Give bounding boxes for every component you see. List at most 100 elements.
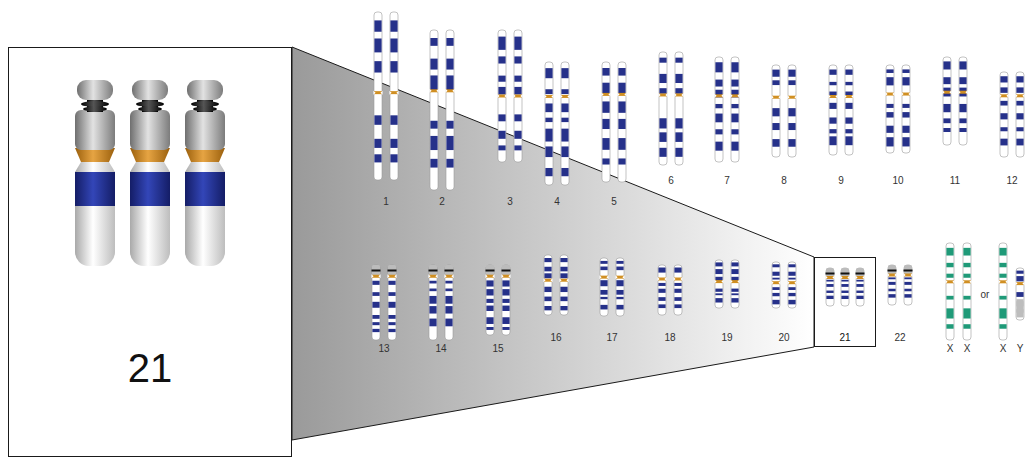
chromosome-band bbox=[445, 296, 452, 304]
centromere-pinch bbox=[825, 276, 834, 280]
chromosome-band bbox=[388, 315, 395, 319]
chromosome-band bbox=[659, 58, 666, 63]
chromosome-number: X bbox=[1000, 344, 1007, 354]
centromere bbox=[788, 96, 796, 99]
centromere-pinch bbox=[599, 275, 608, 279]
chromosome-band bbox=[390, 154, 397, 162]
centromere bbox=[75, 148, 115, 162]
chromosome-band bbox=[902, 126, 909, 133]
centromere-pinch bbox=[787, 281, 796, 285]
chromosome-band bbox=[544, 258, 551, 262]
chromosome-short-arm bbox=[502, 265, 510, 276]
chromosome-band bbox=[959, 77, 966, 84]
zoom-panel: 21 bbox=[8, 47, 292, 457]
chromosome-band bbox=[498, 131, 505, 139]
chromosome-band bbox=[772, 300, 779, 304]
centromere-pinch bbox=[373, 91, 382, 95]
chromosome bbox=[485, 265, 494, 335]
chromosome-band bbox=[602, 68, 609, 76]
chromosome-number: 6 bbox=[668, 176, 674, 186]
chromosome-band bbox=[446, 38, 453, 46]
chromosome-body bbox=[715, 57, 723, 162]
chromosome-band bbox=[602, 158, 609, 164]
chromosome bbox=[787, 262, 796, 308]
centromere bbox=[826, 276, 834, 279]
chromosome-band bbox=[675, 88, 682, 94]
chromosome-band bbox=[544, 306, 551, 310]
chromosome-band bbox=[658, 289, 665, 293]
chromosome-stalk bbox=[445, 270, 454, 272]
centromere bbox=[731, 94, 739, 97]
chromosome-band bbox=[374, 61, 381, 72]
centromere bbox=[675, 93, 683, 96]
chromosome-band bbox=[788, 80, 795, 85]
stalk-ring bbox=[136, 101, 164, 107]
chromosome-band bbox=[544, 297, 551, 302]
centromere bbox=[618, 93, 626, 96]
centromere bbox=[446, 89, 454, 92]
chromosome-number: 14 bbox=[435, 344, 446, 354]
chromosome-band bbox=[886, 69, 893, 73]
chromosome-number: 20 bbox=[778, 333, 789, 343]
chromosome-band bbox=[788, 108, 795, 116]
chromosome-band bbox=[561, 89, 568, 94]
chromosome-band bbox=[826, 291, 833, 293]
centromere-pinch bbox=[998, 280, 1007, 284]
chromosome-body bbox=[731, 260, 739, 308]
chromosome-band bbox=[498, 76, 505, 82]
chromosome-stalk bbox=[429, 270, 438, 272]
centromere-pinch bbox=[617, 92, 626, 96]
chromosome-band bbox=[514, 145, 521, 150]
chromosome-band bbox=[856, 296, 863, 299]
centromere-pinch bbox=[497, 94, 506, 98]
chromosome-short-arm bbox=[445, 265, 453, 276]
chromosome-band bbox=[374, 20, 381, 31]
chromosome-band bbox=[1000, 76, 1007, 82]
chromosome-band bbox=[999, 248, 1006, 256]
chromosome bbox=[901, 65, 910, 153]
chromosome-body bbox=[888, 265, 896, 305]
chromosome-stalk bbox=[388, 270, 397, 272]
centromere-pinch bbox=[844, 95, 853, 99]
chromosome-band bbox=[946, 324, 953, 329]
chromosome bbox=[771, 262, 780, 308]
centromere-pinch bbox=[771, 281, 780, 285]
chromosome-band bbox=[829, 82, 836, 85]
chromosome-body bbox=[390, 12, 398, 180]
chromosome-number: 7 bbox=[724, 176, 730, 186]
chromosome-band bbox=[544, 287, 551, 292]
chromosome-band bbox=[845, 103, 852, 109]
centromere-pinch bbox=[674, 93, 683, 97]
centromere-pinch bbox=[657, 277, 666, 281]
chromosome-band bbox=[545, 89, 552, 94]
chromosome-band bbox=[715, 262, 722, 266]
chromosome-number: 19 bbox=[721, 333, 732, 343]
chromosome-band bbox=[502, 289, 509, 295]
chromosome-band bbox=[943, 118, 950, 123]
chromosome-body bbox=[999, 243, 1007, 340]
chromosome-band bbox=[659, 118, 666, 128]
centromere-pinch bbox=[885, 92, 894, 96]
chromosome-stalk bbox=[904, 270, 913, 272]
chromosome-band bbox=[841, 284, 848, 287]
centromere-pinch bbox=[1015, 282, 1024, 286]
chromosome-band bbox=[946, 274, 953, 278]
chromosome-band bbox=[715, 104, 722, 108]
chromosome-band bbox=[618, 101, 625, 112]
chromosome bbox=[513, 30, 522, 162]
chromosome-band bbox=[715, 289, 722, 292]
centromere bbox=[561, 95, 569, 98]
chromosome-band bbox=[999, 263, 1006, 267]
chromosome-band bbox=[959, 88, 966, 97]
chromosome-band bbox=[888, 282, 895, 285]
chromosome-band bbox=[946, 248, 953, 256]
chromosome-band bbox=[372, 302, 379, 308]
chromosome-band bbox=[826, 284, 833, 287]
chromosome-band bbox=[856, 291, 863, 293]
chromosome-band bbox=[888, 289, 895, 292]
chromosome-band bbox=[616, 261, 623, 264]
chromosome-number: 11 bbox=[950, 176, 960, 186]
chromosome-band bbox=[1016, 113, 1023, 119]
chromosome-band bbox=[429, 289, 436, 292]
chromosome-number: 1 bbox=[383, 197, 389, 207]
